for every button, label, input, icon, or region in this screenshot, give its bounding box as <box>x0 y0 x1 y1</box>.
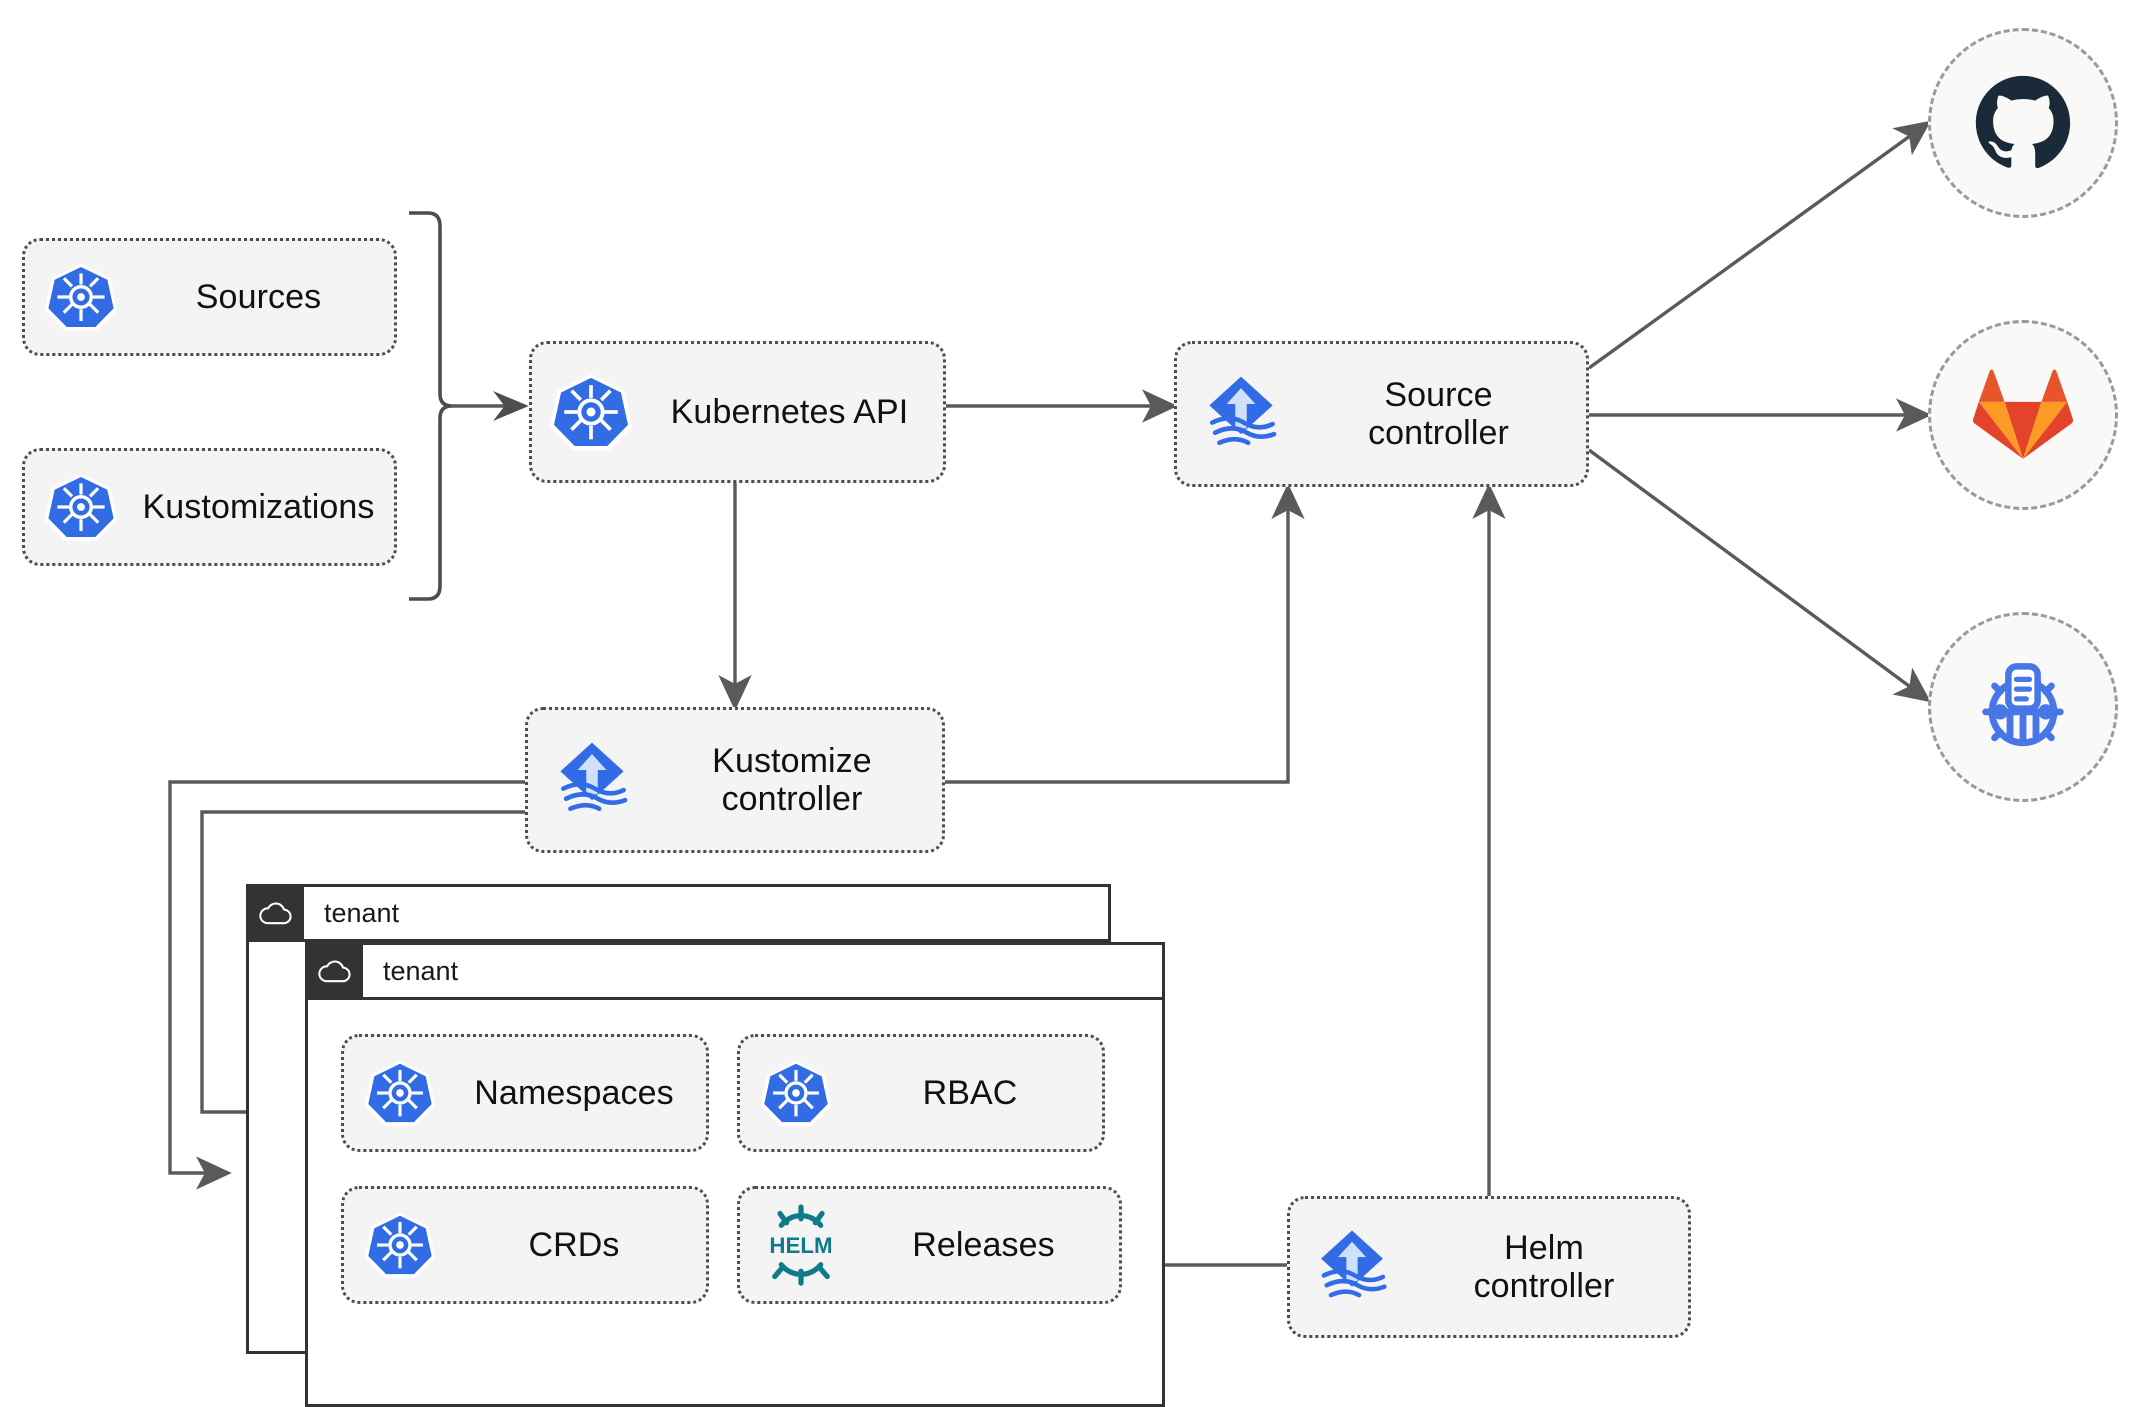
node-helm-controller[interactable]: Helm controller <box>1287 1196 1691 1338</box>
node-label: Kustomizations <box>142 487 375 526</box>
tenant-header: tenant <box>246 884 399 942</box>
node-label: Kubernetes API <box>670 392 909 431</box>
node-source-controller[interactable]: Source controller <box>1174 341 1589 487</box>
node-namespaces[interactable]: Namespaces <box>341 1034 709 1152</box>
svg-text:HELM: HELM <box>769 1233 832 1258</box>
external-helm-repository[interactable] <box>1928 612 2118 802</box>
node-label: CRDs <box>528 1225 620 1264</box>
node-kustomizations[interactable]: Kustomizations <box>22 448 397 566</box>
node-label: Releases <box>912 1225 1055 1264</box>
kubernetes-icon <box>532 370 650 454</box>
github-icon <box>1975 75 2071 169</box>
flux-icon <box>1290 1222 1414 1312</box>
node-label: Source controller <box>1368 375 1509 452</box>
external-gitlab[interactable] <box>1928 320 2118 510</box>
kubernetes-icon <box>25 260 137 334</box>
tenant-header: tenant <box>305 942 458 1000</box>
tenant-header-strip <box>305 942 1165 1000</box>
node-label: Sources <box>195 277 322 316</box>
node-label: RBAC <box>922 1073 1018 1112</box>
kubernetes-icon <box>740 1057 852 1129</box>
cloud-icon <box>305 942 363 1000</box>
node-label: Helm controller <box>1473 1228 1615 1305</box>
cloud-icon <box>246 884 304 942</box>
kubernetes-icon <box>25 470 137 544</box>
flux-icon <box>528 734 656 826</box>
tenant-box-2[interactable]: tenant <box>305 942 1165 1407</box>
tenant-header-strip <box>246 884 1111 942</box>
node-label: Namespaces <box>474 1073 674 1112</box>
flux-icon <box>1177 368 1305 460</box>
helm-logo-icon: HELM <box>740 1203 862 1287</box>
external-github[interactable] <box>1928 28 2118 218</box>
node-sources[interactable]: Sources <box>22 238 397 356</box>
node-releases[interactable]: HELM Releases <box>737 1186 1122 1304</box>
kubernetes-icon <box>344 1057 456 1129</box>
gitlab-icon <box>1973 369 2073 459</box>
tenant-label: tenant <box>324 898 400 928</box>
node-kustomize-controller[interactable]: Kustomize controller <box>525 707 945 853</box>
node-rbac[interactable]: RBAC <box>737 1034 1105 1152</box>
kubernetes-icon <box>344 1209 456 1281</box>
tenant-label: tenant <box>383 956 459 986</box>
node-crds[interactable]: CRDs <box>341 1186 709 1304</box>
node-kubernetes-api[interactable]: Kubernetes API <box>529 341 946 483</box>
helm-repository-icon <box>1982 663 2064 747</box>
node-label: Kustomize controller <box>712 741 872 818</box>
